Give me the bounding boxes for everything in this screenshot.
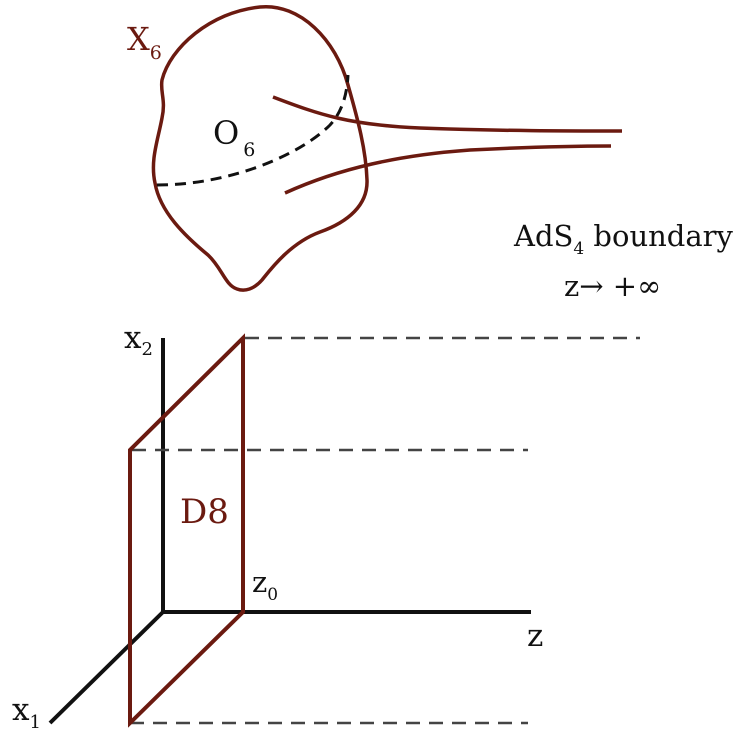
x1-axis xyxy=(48,610,165,725)
o6-label-sub: 6 xyxy=(243,139,255,161)
z0-label-sub: 0 xyxy=(267,585,278,605)
x2-label-sub: 2 xyxy=(141,339,152,360)
x2-label: x2 xyxy=(124,320,153,360)
z0-label: z0 xyxy=(252,565,278,605)
z-axis-label: z xyxy=(527,618,543,654)
d8-label: D8 xyxy=(180,492,229,532)
ads-boundary-label: AdS4 boundary xyxy=(513,219,733,259)
x6-label: X6 xyxy=(127,20,162,64)
d8-brane xyxy=(128,333,245,728)
o6-label-main: O xyxy=(213,114,239,152)
ads-label-main-b: boundary xyxy=(584,219,733,253)
x6-manifold-outline xyxy=(151,5,369,292)
x1-label-main: x xyxy=(12,692,30,728)
x1-label-sub: 1 xyxy=(29,712,40,733)
upper-extension-curve xyxy=(272,95,623,133)
z-limit-label: z→ +∞ xyxy=(564,269,661,303)
o6-cycle-dashed xyxy=(156,74,350,187)
ads-label-sub: 4 xyxy=(573,239,584,259)
x6-label-main: X xyxy=(127,20,150,58)
z0-label-main: z xyxy=(252,565,267,599)
x6-label-sub: 6 xyxy=(150,42,162,64)
x1-label: x1 xyxy=(12,692,41,733)
lower-extension-curve xyxy=(284,144,612,195)
x2-label-main: x xyxy=(124,320,142,356)
ads-label-main-a: AdS xyxy=(513,219,573,253)
